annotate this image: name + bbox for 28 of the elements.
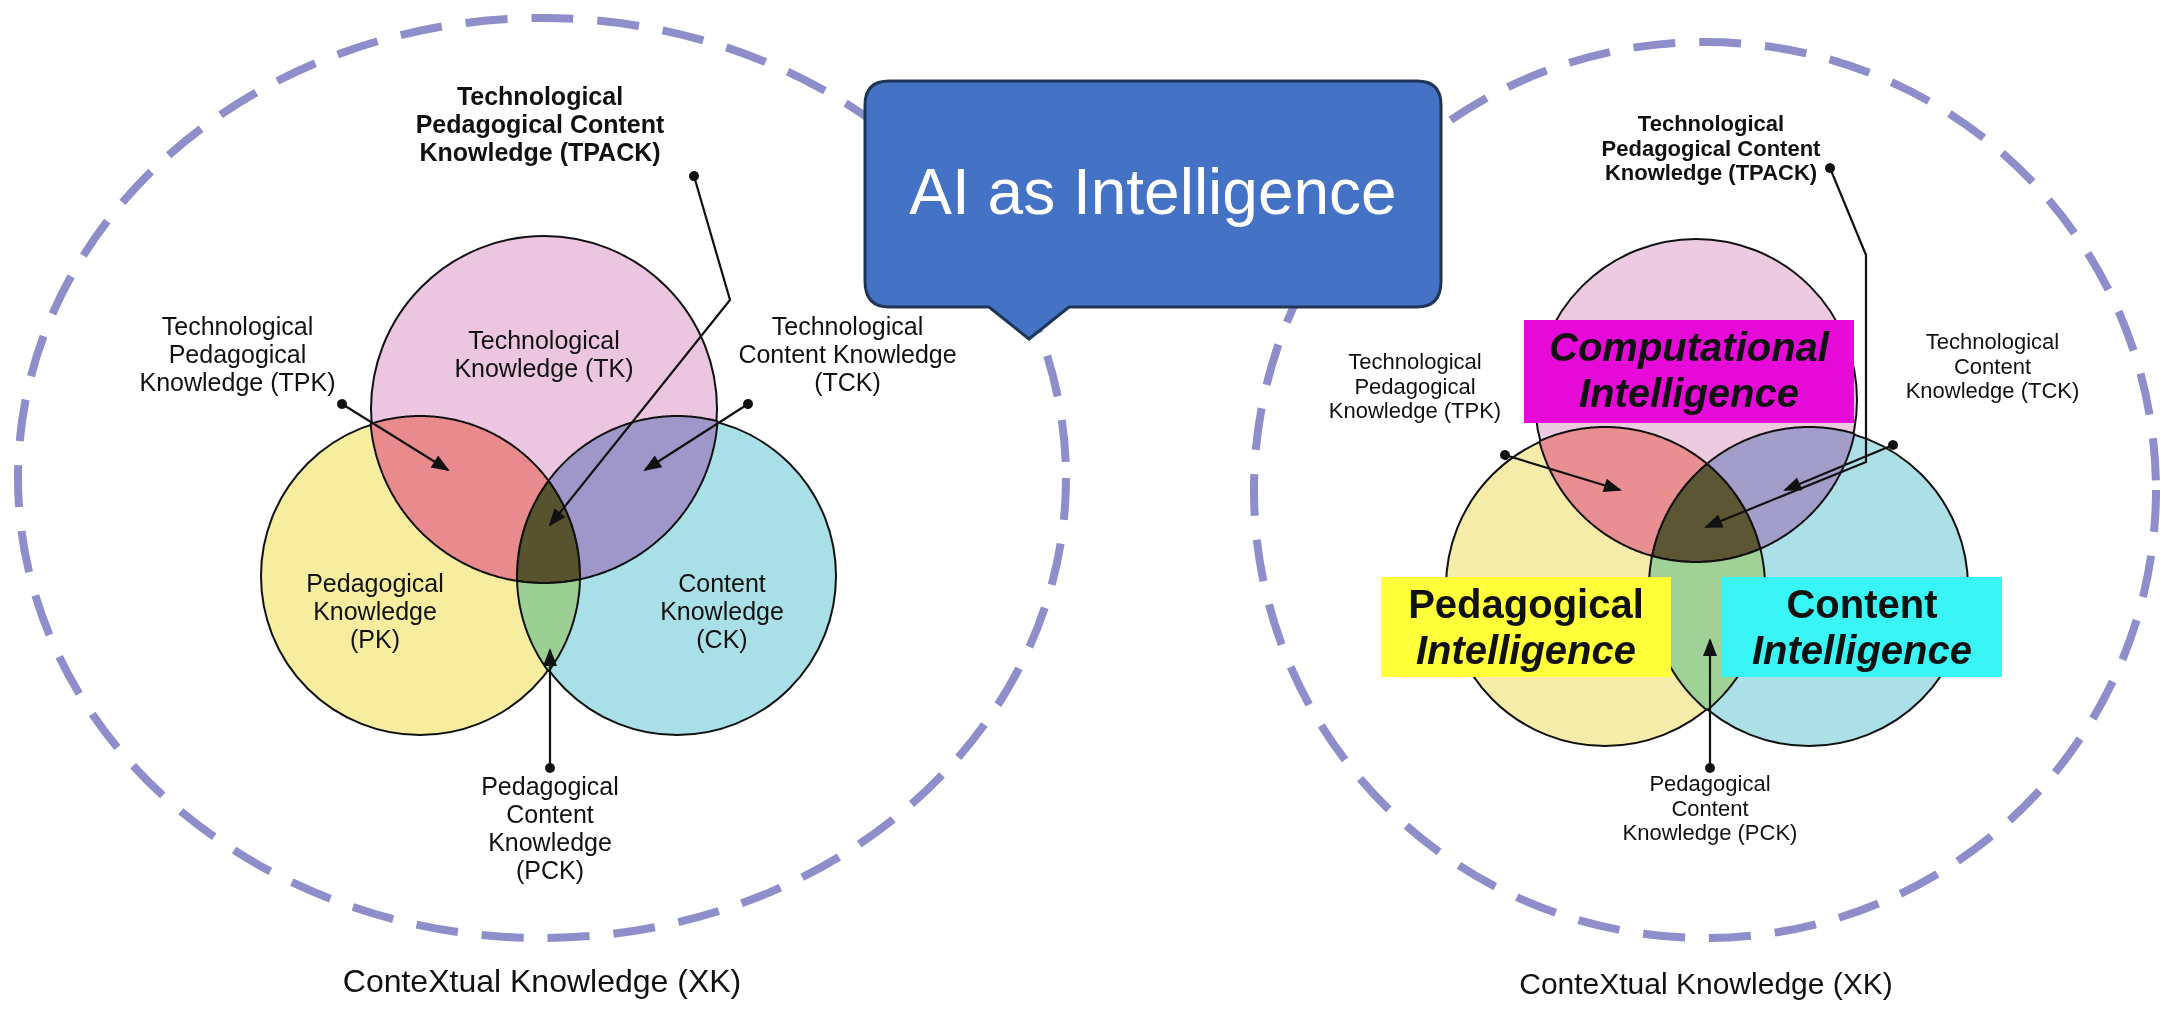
highlight-label: Computational Intelligence <box>1524 320 1854 423</box>
leader-label: Technological Pedagogical Knowledge (TPK) <box>1320 350 1510 424</box>
circle-caption: ConteXtual Knowledge (XK) <box>341 964 743 1000</box>
highlight-label: Content Intelligence <box>1722 577 2002 677</box>
leader-label: Technological Content Knowledge (TCK) <box>1900 330 2085 404</box>
leader-line <box>1703 638 1717 773</box>
leader-line <box>548 171 732 527</box>
leader-label: Pedagogical Content Knowledge (PCK) <box>1615 772 1805 846</box>
highlight-label: Pedagogical Intelligence <box>1381 577 1671 677</box>
leader-label: Technological Content Knowledge (TCK) <box>735 312 960 396</box>
overlap-region <box>1538 426 1708 557</box>
leader-line <box>1704 163 1868 528</box>
overlap-region <box>516 578 581 673</box>
overlap-region <box>1706 426 1856 550</box>
leader-line <box>543 648 557 773</box>
leader-label: Technological Pedagogical Content Knowledge (TPACK) <box>1580 112 1842 186</box>
leader-label: Pedagogical Content Knowledge (PCK) <box>455 772 645 884</box>
circle-caption: ConteXtual Knowledge (XK) <box>1518 967 1894 1001</box>
leader-line <box>1500 450 1622 493</box>
leader-line <box>337 399 450 472</box>
leader-line <box>643 399 753 472</box>
leader-label: Technological Pedagogical Content Knowledge (TPACK) <box>390 82 690 166</box>
leader-label: Technological Pedagogical Knowledge (TPK) <box>125 312 350 396</box>
circle-label: Content Knowledge (CK) <box>659 569 785 653</box>
circle-label: Pedagogical Knowledge (PK) <box>305 569 445 653</box>
leader-line <box>1783 440 1898 491</box>
circle-label: Technological Knowledge (TK) <box>453 326 635 382</box>
callout-text: AI as Intelligence <box>908 157 1398 229</box>
